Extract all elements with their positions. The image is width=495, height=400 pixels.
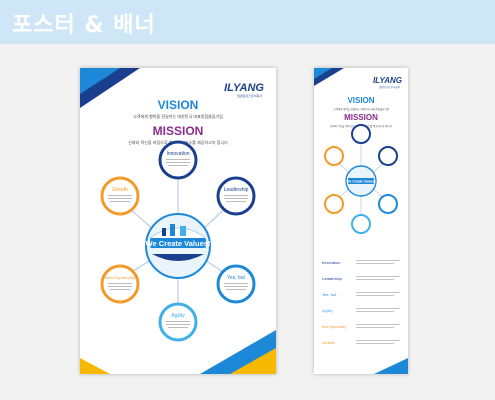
poster-node-yesbut: Yes, but [227,275,245,281]
poster-node-newopportunity: New Opportunity [105,275,135,280]
banner-list-newopportunity: New Opportunity [322,325,346,329]
banner-decoration [314,68,408,374]
banner-vision-text: 고객에게 행복을 전달하는 대한민국 대표종합물류기업 [332,108,390,111]
poster-node-leadership: Leadership [224,187,249,193]
poster-mission-title: MISSION [152,124,204,138]
banner-list-agility: Agility [322,308,333,313]
banner-list-innovation: Innovation [322,260,340,265]
poster-node-growth: Growth [112,187,128,193]
page-title: 포스터 & 배너 [12,13,156,38]
poster-preview[interactable]: ILYANG 일양로지스주식회사 VISION 고객에게 행복을 전달하는 대한… [80,68,276,374]
poster-logo: ILYANG [224,82,264,94]
banner-list-yesbut: Yes, but [322,292,337,297]
banner-mission-title: MISSION [344,113,378,122]
banner-vision-title: VISION [347,96,375,105]
banner-diagram: We Create Values! Innovation Leadership … [322,124,400,345]
poster-center-slogan: We Create Values! [146,239,211,248]
banner-logo: ILYANG [372,76,402,85]
poster-logo-sub: 일양로지스주식회사 [237,94,262,98]
banner-list-leadership: Leadership [322,276,343,281]
poster-node-innovation: Innovation [166,151,189,157]
poster-node-agility: Agility [171,313,185,319]
page-header: 포스터 & 배너 [0,0,495,44]
poster-decoration [80,68,276,374]
banner-list-growth: Growth [322,340,335,345]
banner-logo-sub: 일양로지스주식회사 [379,86,400,89]
poster-diagram: We Create Values! Innovation Leadership … [100,140,256,342]
poster-vision-text: 고객에게 행복을 전달하는 대한민국 대표종합물류기업 [133,114,223,119]
poster-vision-title: VISION [157,98,199,112]
banner-center-slogan: We Create Values! [346,180,375,184]
banner-preview[interactable]: ILYANG 일양로지스주식회사 VISION 고객에게 행복을 전달하는 대한… [314,68,408,374]
